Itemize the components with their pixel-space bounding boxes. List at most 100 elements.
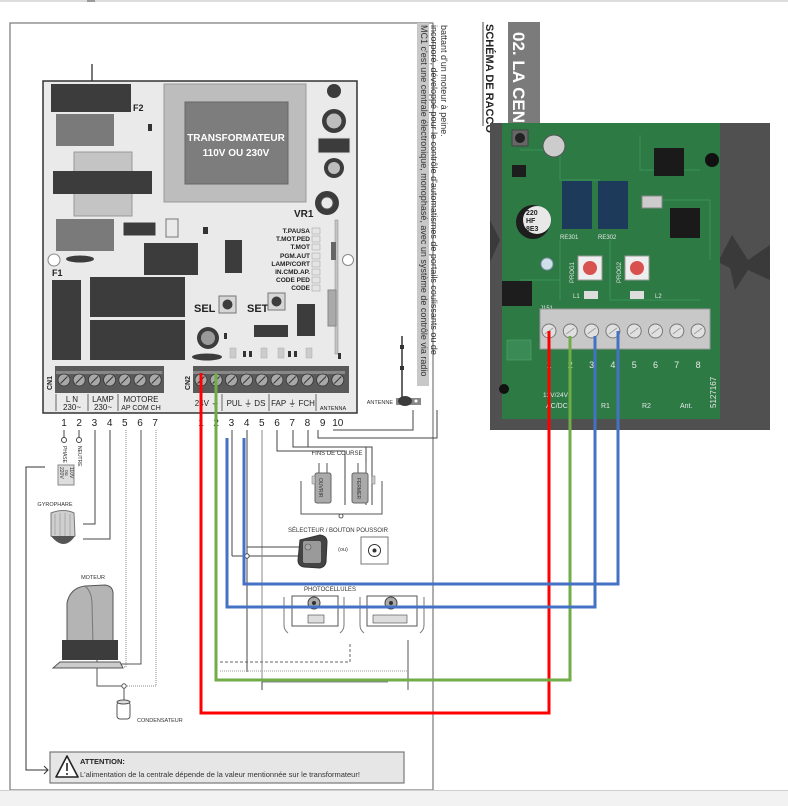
dip-switch[interactable]: [311, 227, 321, 235]
top-scroll-strip: [0, 0, 788, 2]
prog2-label: PROG2: [617, 261, 623, 283]
ic-chip: [225, 240, 242, 273]
antenna: [396, 336, 421, 406]
receiver-r1-label: R1: [601, 403, 610, 410]
capacitor: [542, 134, 566, 158]
phase-label: PHASE: [61, 446, 67, 464]
receiver-pin-number: 3: [589, 360, 594, 370]
receiver-pcb: [502, 123, 720, 419]
cn1-pin-number: 5: [122, 418, 128, 429]
cn2-rail: [193, 371, 345, 374]
relay-f2: [51, 84, 131, 112]
antenne-label: ANTENNE: [367, 400, 394, 406]
button-cap: [515, 133, 525, 143]
dip-switch[interactable]: [311, 252, 321, 260]
cn1-pin-number: 2: [76, 418, 82, 429]
key-selector-icon: [297, 534, 328, 569]
description-line-2: incorporé, développé pour le contrôle d'…: [429, 25, 439, 355]
warning-icon: [55, 755, 79, 778]
smd-part: [277, 347, 285, 359]
screw-slot: [273, 376, 281, 384]
microcontroller: [654, 148, 684, 176]
transformer: [184, 101, 289, 185]
smd-part: [294, 351, 297, 357]
trimmer-knob: [320, 196, 334, 210]
scroll-tab: [87, 0, 95, 2]
capacitor-top: [328, 162, 340, 174]
limit-close-label: FERMER: [355, 478, 361, 500]
led-l1: [584, 291, 598, 299]
relay-re301: [562, 181, 592, 229]
subtitle: SCHÉMA DE RACCO: [483, 24, 496, 133]
mounting-hole: [342, 254, 354, 266]
dip-switch[interactable]: [311, 284, 321, 292]
capacitor-text: 220: [526, 210, 538, 217]
colored-wires: [199, 329, 620, 715]
relay-code-label: RE301: [560, 235, 579, 241]
smd-part: [338, 353, 341, 359]
cn1-pin-number: 7: [152, 418, 158, 429]
gyrophare-label: GYROPHARE: [37, 502, 72, 508]
limit-open-label: OUVRIR: [317, 478, 323, 498]
screw-slot: [257, 376, 266, 384]
component-block: [56, 114, 114, 146]
cn2-pin-number: 7: [289, 418, 295, 429]
dip-label: T.MOT.PED: [276, 236, 310, 243]
dip-switch[interactable]: [311, 235, 321, 243]
dip-switch[interactable]: [311, 268, 321, 276]
voltage-220: 220V: [58, 467, 64, 479]
dip-switch[interactable]: [311, 276, 321, 284]
relay-re302: [598, 181, 628, 229]
screw-slot: [75, 376, 84, 384]
dip-label: T.PAUSA: [283, 228, 311, 235]
screw-slot: [608, 327, 618, 335]
push-button-icon: [360, 536, 389, 565]
receiver-ant-label: Ant.: [680, 403, 693, 410]
cn2-antenna-label: ANTENNA: [320, 406, 347, 412]
dip-label: T.MOT: [291, 244, 311, 251]
receiver-pin-number: 6: [653, 360, 658, 370]
dip-switch[interactable]: [311, 243, 321, 251]
capacitor-220-sleeve: [523, 206, 551, 234]
rf-chip: [670, 208, 700, 238]
cn2-group-label: FAP ⏚ FCH: [271, 399, 315, 408]
smd-part: [229, 347, 237, 359]
cn1-group-sublabel: AP COM CH: [121, 405, 161, 412]
green-wire: [214, 329, 572, 682]
fuse-f2-label: F2: [133, 103, 144, 113]
fuse-f1-label: F1: [52, 268, 63, 278]
mounting-hole: [705, 153, 719, 167]
cn1-label: CN1: [47, 376, 54, 390]
cn1-pin-number: 1: [61, 418, 67, 429]
fuse-f1: [52, 280, 81, 360]
mounting-clip: [718, 235, 770, 290]
limit-switch-open: OUVRIR: [300, 463, 340, 515]
screw-slot: [136, 376, 144, 384]
ic-chip: [165, 218, 179, 238]
blue-wire-2: [242, 329, 620, 586]
cn1-group-label: MOTORE: [124, 395, 159, 404]
voltage-box: [57, 464, 75, 486]
mounting-clip: [490, 220, 500, 262]
cn1-group-sublabel: 230~: [94, 403, 112, 412]
sel-button-cap: [222, 299, 233, 310]
photocellules-label: PHOTOCELLULES: [304, 587, 356, 593]
smd-part: [205, 227, 208, 234]
component-block: [144, 243, 198, 275]
screw-slot: [318, 376, 327, 384]
sel-label: SEL: [194, 303, 216, 315]
smd-part: [249, 351, 252, 357]
description-box: [417, 23, 429, 386]
dip-switch[interactable]: [311, 260, 321, 268]
receiver-r2-label: R2: [642, 403, 651, 410]
ou-label: (ou): [338, 547, 348, 553]
capacitor: [327, 84, 341, 98]
component: [317, 137, 351, 154]
receiver-serial: 5127167: [709, 376, 718, 408]
capacitor-text: 8E3: [526, 226, 539, 233]
cn1-pin-number: 4: [107, 418, 113, 429]
grey-wiring: [25, 410, 438, 775]
relay: [90, 277, 185, 317]
relay-code-label: RE302: [598, 235, 617, 241]
dip-label: LAMP/CORT: [271, 261, 310, 268]
